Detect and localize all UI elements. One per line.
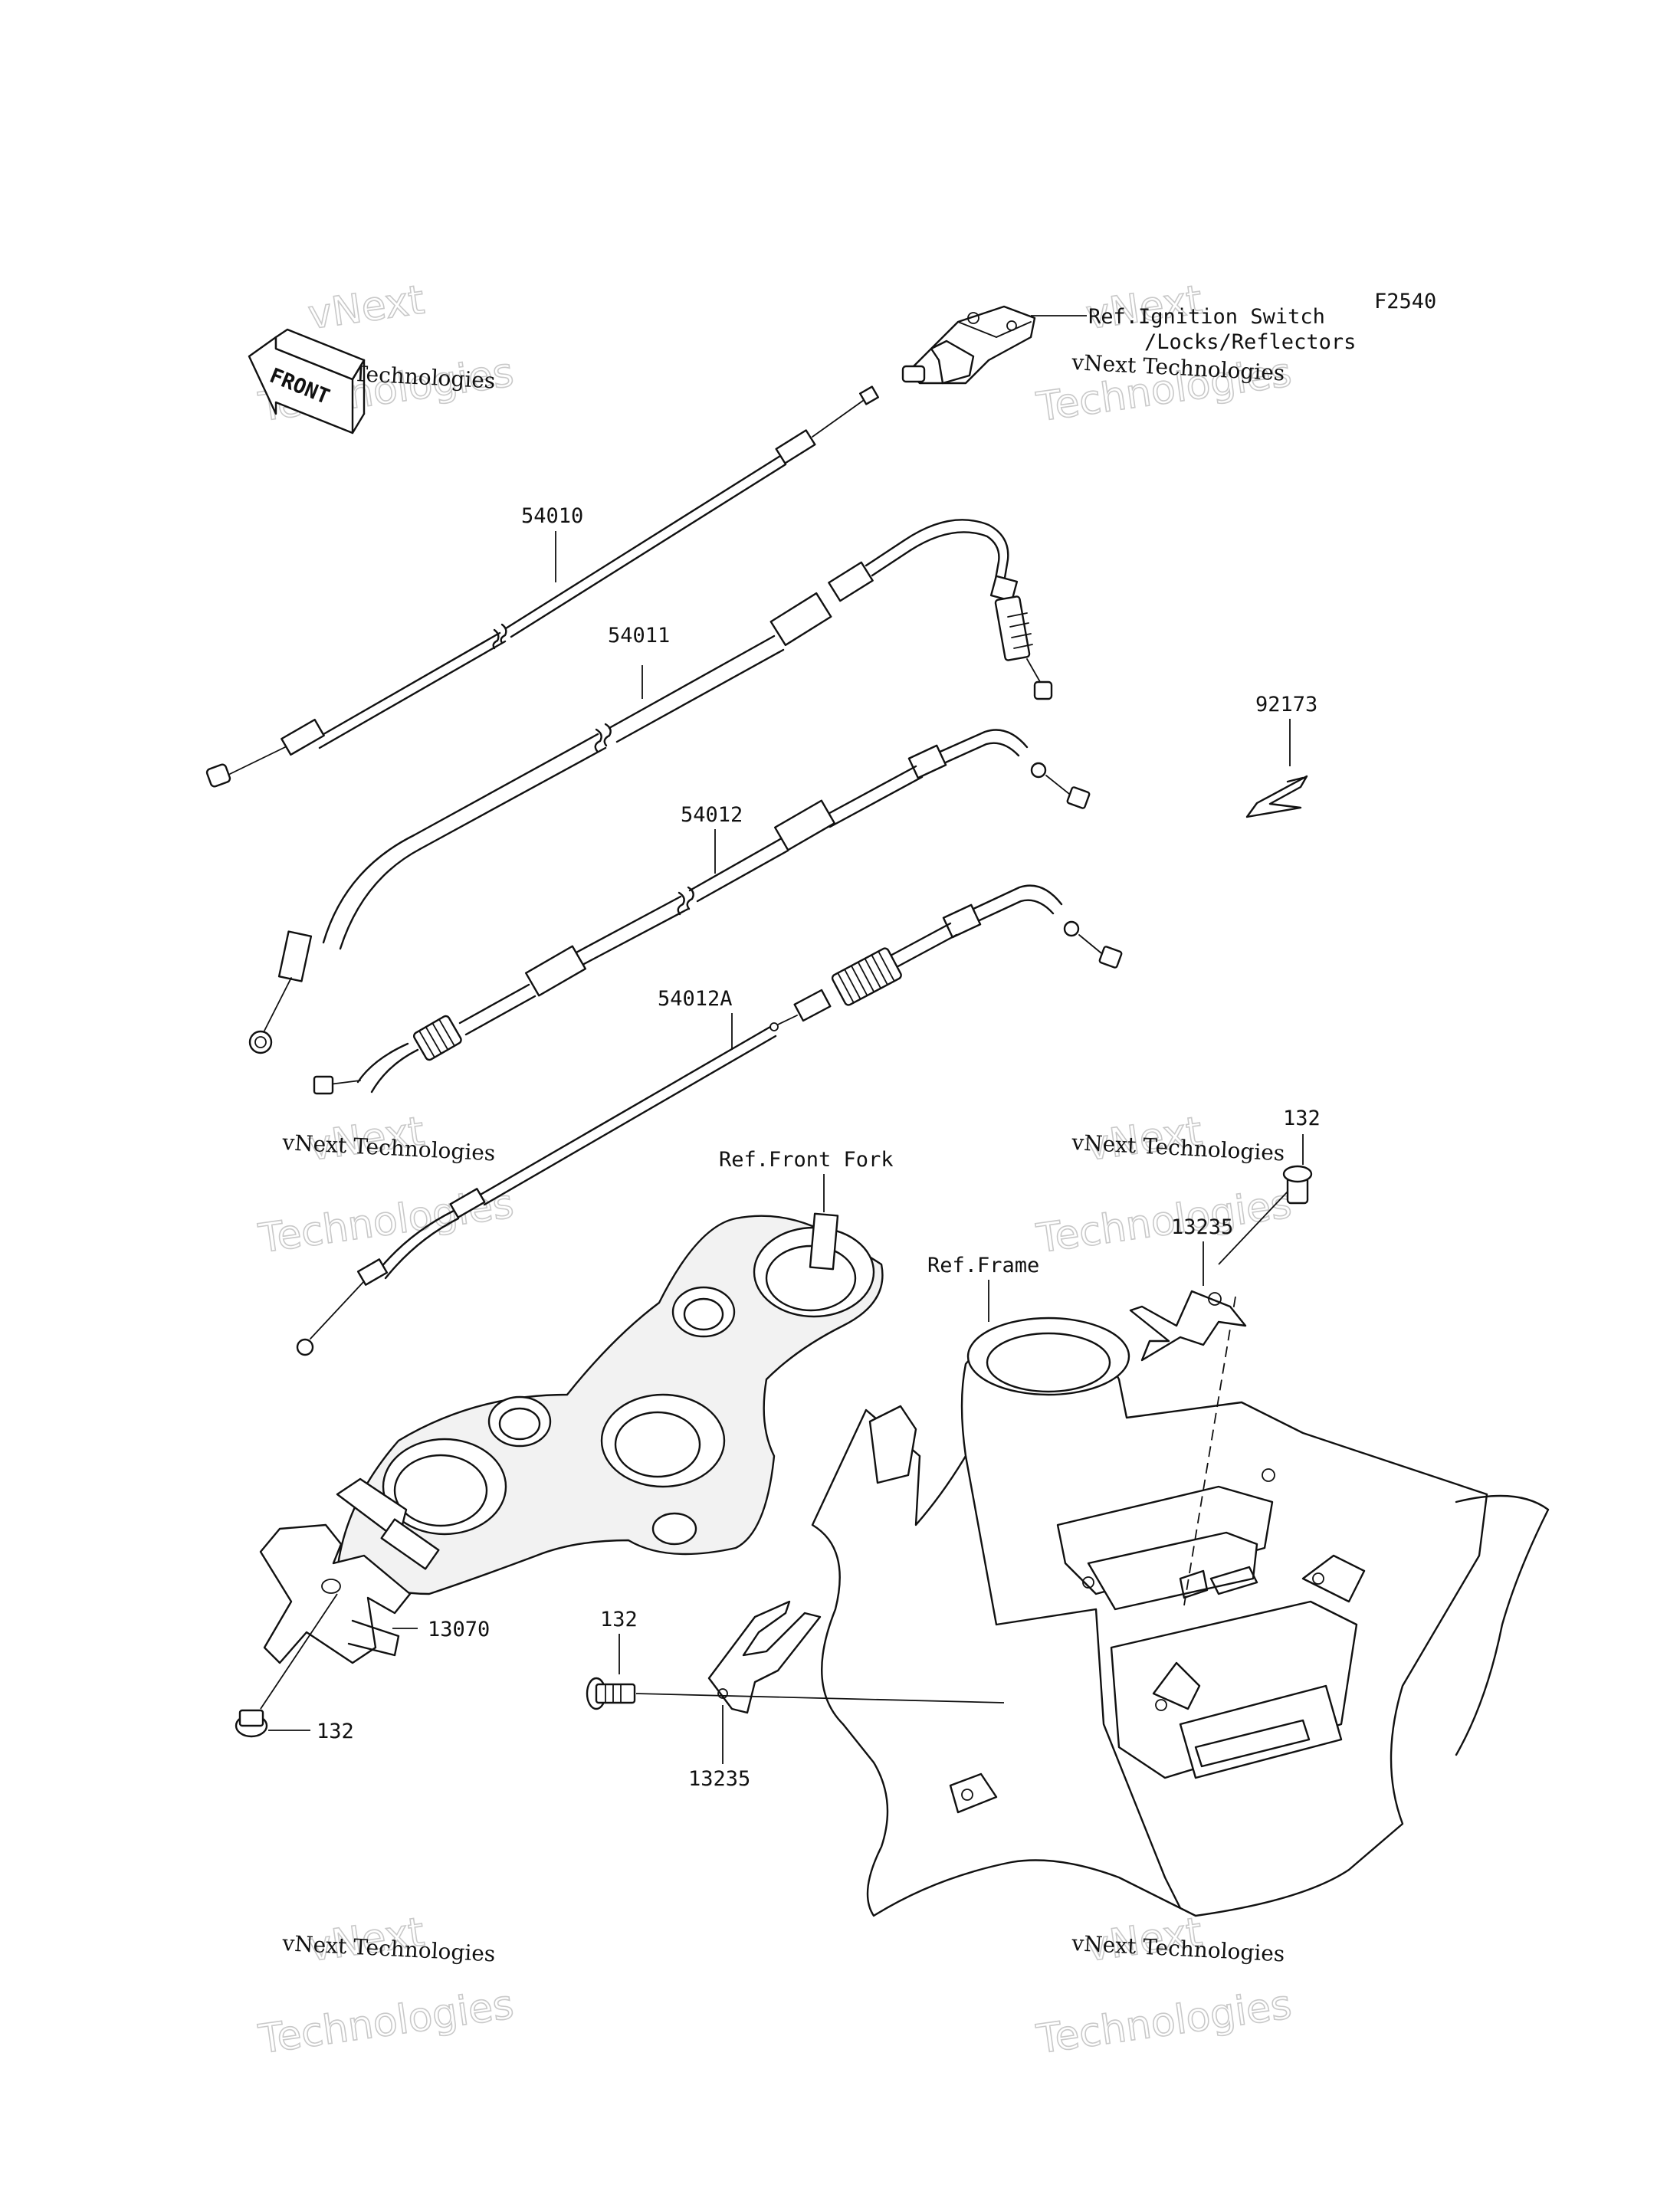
part-92173: 92173 <box>1255 693 1317 716</box>
clip-13235-bottom <box>707 1600 822 1714</box>
part-54010: 54010 <box>521 504 583 528</box>
bracket-13070 <box>259 1523 412 1664</box>
ref-ignition-line1: Ref.Ignition Switch <box>1088 305 1325 329</box>
frame-reference <box>811 1317 1550 1917</box>
part-54012: 54012 <box>681 803 743 827</box>
ignition-switch-bracket <box>901 305 1036 385</box>
front-fork-triple-clamp <box>336 1212 884 1595</box>
watermark-mid-left: vNext Technologies <box>255 1108 517 1263</box>
svg-text:Technologies: Technologies <box>1034 1181 1294 1262</box>
figure-code: F2540 <box>1374 290 1436 313</box>
front-arrow-icon: FRONT <box>248 328 366 434</box>
part-132-left: 132 <box>317 1720 354 1743</box>
bolt-132-top <box>1282 1165 1313 1205</box>
watermark-mid-right: vNext Technologies <box>1033 1108 1295 1263</box>
part-13070: 13070 <box>428 1618 490 1641</box>
part-132-top: 132 <box>1283 1107 1321 1130</box>
part-54012A: 54012A <box>658 987 733 1011</box>
cable-54012A <box>296 884 1123 1356</box>
clip-13235-top <box>1129 1290 1247 1362</box>
watermark-bottom-left: vNext Technologies <box>255 1909 517 2064</box>
part-13235-top: 13235 <box>1171 1215 1233 1239</box>
ref-front-fork: Ref.Front Fork <box>719 1148 894 1172</box>
svg-text:Technologies: Technologies <box>1034 1982 1294 2063</box>
part-13235-bottom: 13235 <box>688 1767 750 1791</box>
cable-54011 <box>248 519 1053 1054</box>
bolt-132-left <box>235 1593 338 1738</box>
alignment-line <box>1183 1296 1236 1606</box>
clip-92173 <box>1245 775 1308 818</box>
svg-text:vNext: vNext <box>306 277 428 339</box>
cable-54012 <box>313 729 1091 1095</box>
ref-frame: Ref.Frame <box>927 1254 1039 1277</box>
part-54011: 54011 <box>608 624 670 648</box>
ref-ignition-line2: /Locks/Reflectors <box>1144 330 1356 354</box>
svg-text:Technologies: Technologies <box>256 1982 517 2063</box>
cable-54010 <box>205 385 879 788</box>
watermark-bottom-right: vNext Technologies <box>1033 1909 1295 2064</box>
bolt-132-mid <box>586 1677 636 1710</box>
part-132-mid: 132 <box>600 1608 638 1631</box>
